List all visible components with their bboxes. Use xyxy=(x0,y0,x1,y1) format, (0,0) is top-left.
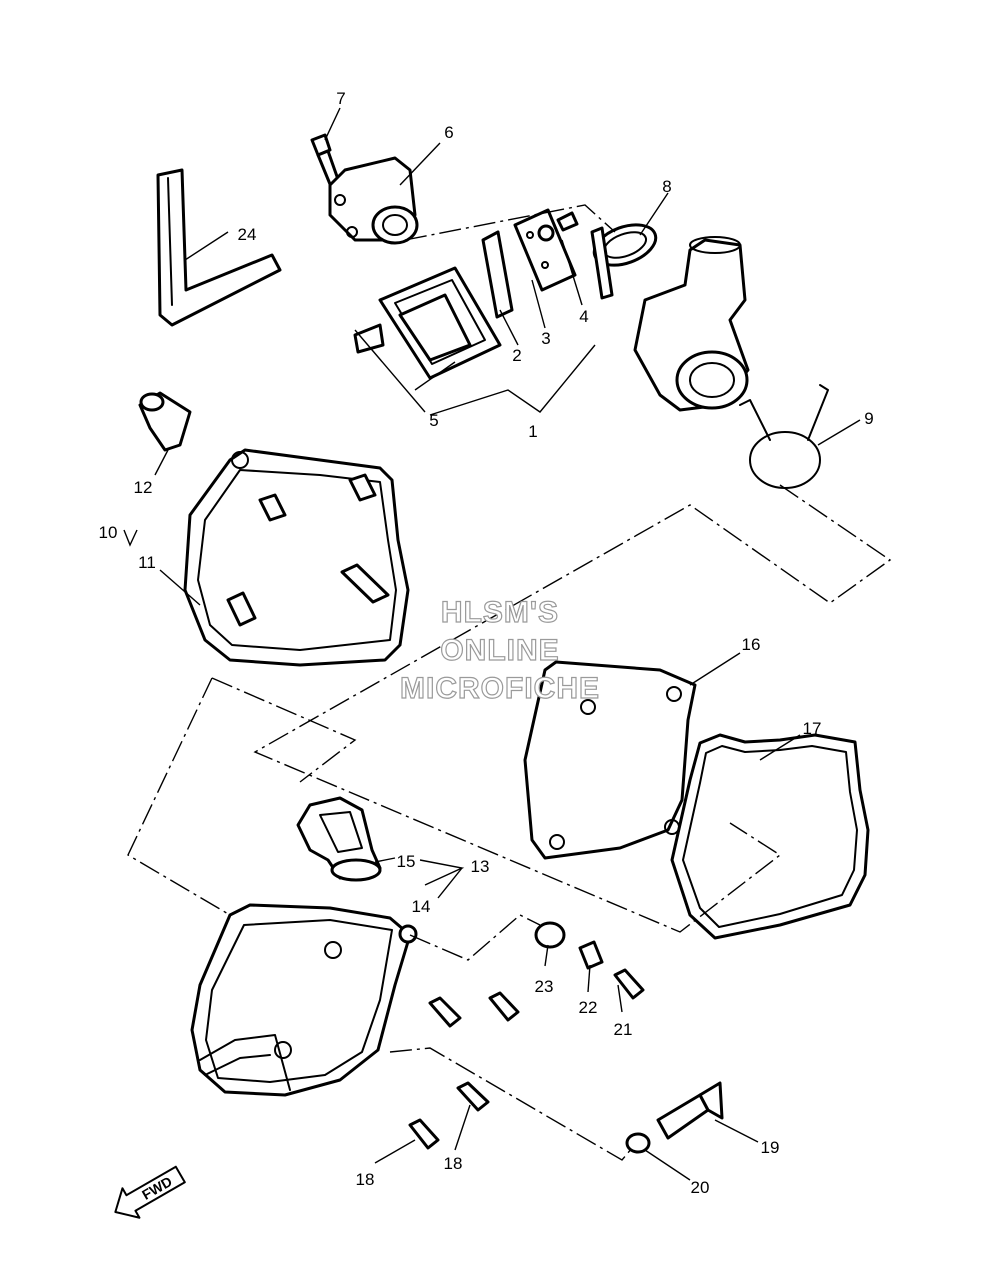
label-17: 17 xyxy=(803,719,822,738)
part-16-plate xyxy=(523,660,697,860)
label-19: 19 xyxy=(761,1138,780,1157)
label-4: 4 xyxy=(579,307,588,326)
label-12: 12 xyxy=(134,478,153,497)
assembly-lines xyxy=(127,204,892,1161)
label-11: 11 xyxy=(138,553,156,572)
label-21: 21 xyxy=(614,1020,633,1039)
label-5: 5 xyxy=(429,411,438,430)
watermark-line-3: MICROFICHE xyxy=(399,671,600,705)
label-23: 23 xyxy=(535,977,554,996)
part-18-screws xyxy=(408,991,520,1150)
part-labels: 1 2 3 4 5 6 7 8 9 10 11 12 13 14 15 16 1… xyxy=(99,89,874,1197)
label-18-a: 18 xyxy=(356,1170,375,1189)
part-15-elbow xyxy=(296,796,382,882)
fwd-arrow: FWD xyxy=(114,1165,186,1219)
parts-19-20 xyxy=(625,1081,724,1154)
label-14: 14 xyxy=(412,897,431,916)
label-9: 9 xyxy=(864,409,873,428)
part-11-case xyxy=(183,448,410,667)
leader-lines xyxy=(123,107,861,1181)
label-7: 7 xyxy=(336,89,345,108)
part-17-seal xyxy=(670,733,870,940)
label-1: 1 xyxy=(528,422,537,441)
label-2: 2 xyxy=(512,346,521,365)
part-24-hose xyxy=(156,168,282,327)
part-8-clamp xyxy=(590,223,658,300)
part-12-fitting xyxy=(138,391,192,452)
label-24: 24 xyxy=(238,225,257,244)
label-16: 16 xyxy=(742,635,761,654)
part-5-gasket xyxy=(353,266,502,380)
label-18-b: 18 xyxy=(444,1154,463,1173)
watermark-line-1: HLSM'S xyxy=(440,595,560,629)
parts-2-3-4-reeds xyxy=(481,208,579,319)
label-15: 15 xyxy=(397,852,416,871)
label-6: 6 xyxy=(444,123,453,142)
intake-joint xyxy=(633,236,750,412)
watermark-line-2: ONLINE xyxy=(440,633,560,667)
label-22: 22 xyxy=(579,998,598,1017)
part-9-clip xyxy=(739,384,829,489)
label-10: 10 xyxy=(99,523,118,542)
label-3: 3 xyxy=(541,329,550,348)
part-6-reed-housing xyxy=(328,156,419,245)
label-13: 13 xyxy=(471,857,490,876)
parts-21-23 xyxy=(534,921,645,1000)
lower-case xyxy=(190,903,418,1097)
label-8: 8 xyxy=(662,177,671,196)
label-20: 20 xyxy=(691,1178,710,1197)
